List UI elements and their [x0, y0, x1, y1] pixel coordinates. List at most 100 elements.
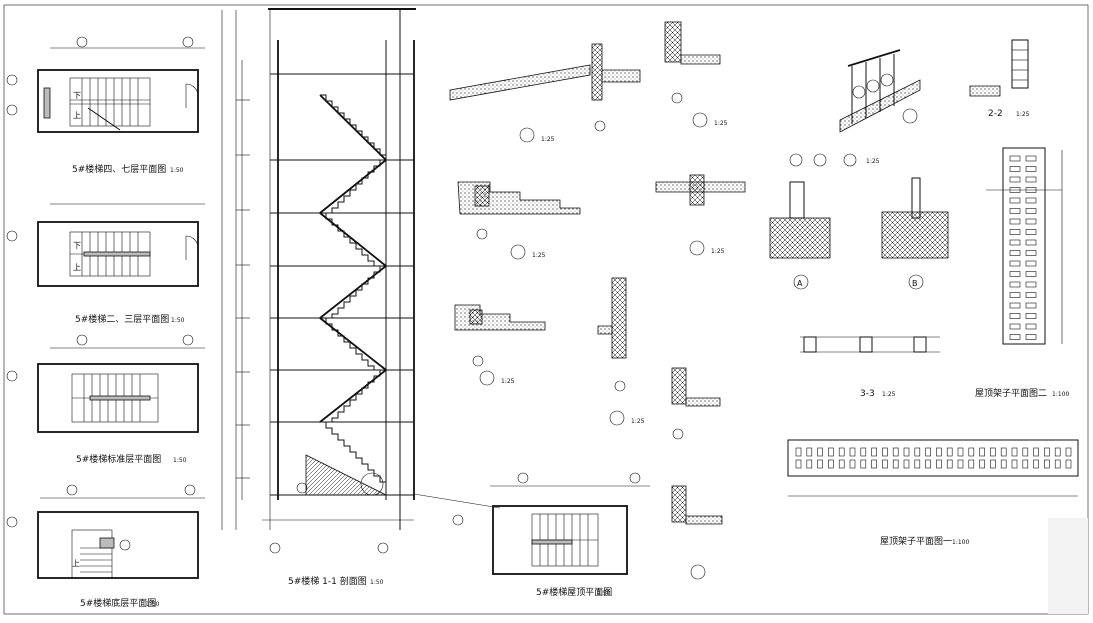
detail-slab: 1:25	[655, 174, 746, 256]
detail-step-2: 1:25	[454, 304, 546, 386]
ceiling-slot	[968, 447, 975, 457]
ceiling-slot	[1044, 459, 1050, 469]
ceiling-slot	[1025, 260, 1037, 267]
ceiling-slot	[1054, 447, 1061, 457]
ceiling-slot	[925, 459, 931, 469]
ceiling-slot	[968, 459, 975, 469]
detail-eave: 1:25	[449, 43, 641, 143]
detail-scale: 1:25	[711, 248, 725, 255]
ceiling-slot	[860, 459, 867, 469]
ceiling-slot	[914, 459, 921, 469]
up-label: 上	[72, 559, 80, 568]
ceiling-slot	[979, 459, 985, 469]
detail-wall-section: 1:25	[597, 277, 645, 426]
blur-watermark-area	[1048, 518, 1088, 614]
ceiling-slot	[849, 447, 856, 457]
ceiling-slot	[1011, 447, 1018, 457]
ceiling-slot	[1065, 459, 1072, 469]
ceiling-slot	[1025, 271, 1037, 277]
ceiling-plan-1: 屋顶架子平面图一 1:100	[787, 439, 1079, 547]
ceiling-2-title: 屋顶架子平面图二	[975, 388, 1047, 399]
detail-scale: 1:25	[631, 418, 645, 425]
ceiling-slot	[806, 447, 813, 457]
detail-A-label: A	[797, 279, 803, 288]
ceiling-slot	[1009, 155, 1021, 162]
ceiling-slot	[1022, 447, 1029, 457]
ceiling-slot	[838, 459, 845, 469]
plan-23-scale: 1:50	[171, 317, 185, 324]
detail-scale: 1:25	[532, 252, 546, 259]
plan-ground-floor: 上 5#楼梯底层平面图 1:50	[6, 484, 205, 609]
ceiling-slot	[1054, 459, 1061, 469]
ceiling-slot	[1025, 292, 1037, 298]
ceiling-slot	[1000, 459, 1007, 469]
plan-top-floor: 下 上 5#楼梯四、七层平面图 1:50	[6, 36, 205, 175]
ceiling-slot	[1009, 239, 1021, 246]
ceiling-slot	[1025, 155, 1037, 162]
plan-std-title: 5#楼梯标准层平面图	[76, 453, 161, 465]
plan-ground-title: 5#楼梯底层平面图	[80, 597, 156, 609]
ceiling-slot	[882, 459, 888, 469]
ceiling-slot	[1009, 334, 1021, 340]
detail-B: B	[881, 177, 949, 290]
ceiling-slot	[817, 459, 823, 469]
detail-33-title: 3-3	[860, 389, 875, 399]
detail-scale: 1:25	[501, 378, 515, 385]
detail-33-scale: 1:25	[882, 391, 896, 398]
ceiling-slot	[1025, 334, 1037, 340]
ceiling-slot	[979, 447, 985, 457]
ceiling-slot	[860, 447, 867, 457]
ceiling-slot	[1009, 302, 1021, 309]
ceiling-slot	[990, 447, 996, 457]
ceiling-2-scale: 1:100	[1052, 391, 1069, 398]
detail-3-3: 3-3 1:25	[800, 336, 940, 399]
ceiling-slot	[914, 447, 921, 457]
ceiling-slot	[1025, 250, 1037, 256]
detail-railing: 1:25	[789, 49, 921, 167]
sheet-border	[3, 4, 1089, 615]
plan-23-title: 5#楼梯二、三层平面图	[75, 313, 169, 325]
plan-top-scale: 1:50	[170, 167, 184, 174]
ceiling-slot	[1025, 302, 1037, 309]
ceiling-slot	[903, 459, 910, 469]
up-label: 上	[73, 111, 81, 120]
section-1-1: 5#楼梯 1-1 剖面图 1:50	[221, 8, 501, 587]
ceiling-slot	[1025, 197, 1037, 204]
ceiling-slot	[957, 447, 964, 457]
down-label: 下	[73, 91, 81, 100]
ceiling-slot	[1009, 281, 1021, 288]
ceiling-slot	[1025, 229, 1037, 235]
ceiling-slot	[990, 459, 996, 469]
ceiling-slot	[903, 447, 910, 457]
ceiling-slot	[946, 447, 953, 457]
detail-scale: 1:25	[866, 158, 880, 165]
ceiling-slot	[1009, 197, 1021, 204]
ceiling-slot	[1009, 271, 1021, 277]
ceiling-slot	[828, 447, 834, 457]
ceiling-slot	[795, 447, 802, 457]
plan-roof-title: 5#楼梯屋顶平面图	[536, 586, 612, 598]
plan-std-scale: 1:50	[173, 457, 187, 464]
ceiling-slot	[828, 459, 834, 469]
detail-parapet-2	[671, 367, 721, 440]
ceiling-slot	[1009, 166, 1021, 172]
ceiling-slot	[1009, 292, 1021, 298]
plan-roof-scale: 1:50	[597, 590, 611, 597]
ceiling-slot	[1025, 208, 1037, 214]
ceiling-slot	[871, 447, 877, 457]
up-label: 上	[73, 263, 81, 272]
section-scale: 1:50	[370, 579, 384, 586]
ceiling-slot	[849, 459, 856, 469]
detail-22-scale: 1:25	[1016, 111, 1030, 118]
ceiling-slot	[925, 447, 931, 457]
detail-scale: 1:25	[714, 120, 728, 127]
detail-scale: 1:25	[541, 136, 555, 143]
ceiling-slot	[1025, 323, 1037, 330]
ceiling-slot	[936, 447, 942, 457]
ceiling-slot	[1009, 250, 1021, 256]
plan-ground-scale: 1:50	[146, 601, 160, 608]
ceiling-slot	[1009, 260, 1021, 267]
ceiling-slot	[1025, 218, 1037, 225]
ceiling-slot	[817, 447, 823, 457]
